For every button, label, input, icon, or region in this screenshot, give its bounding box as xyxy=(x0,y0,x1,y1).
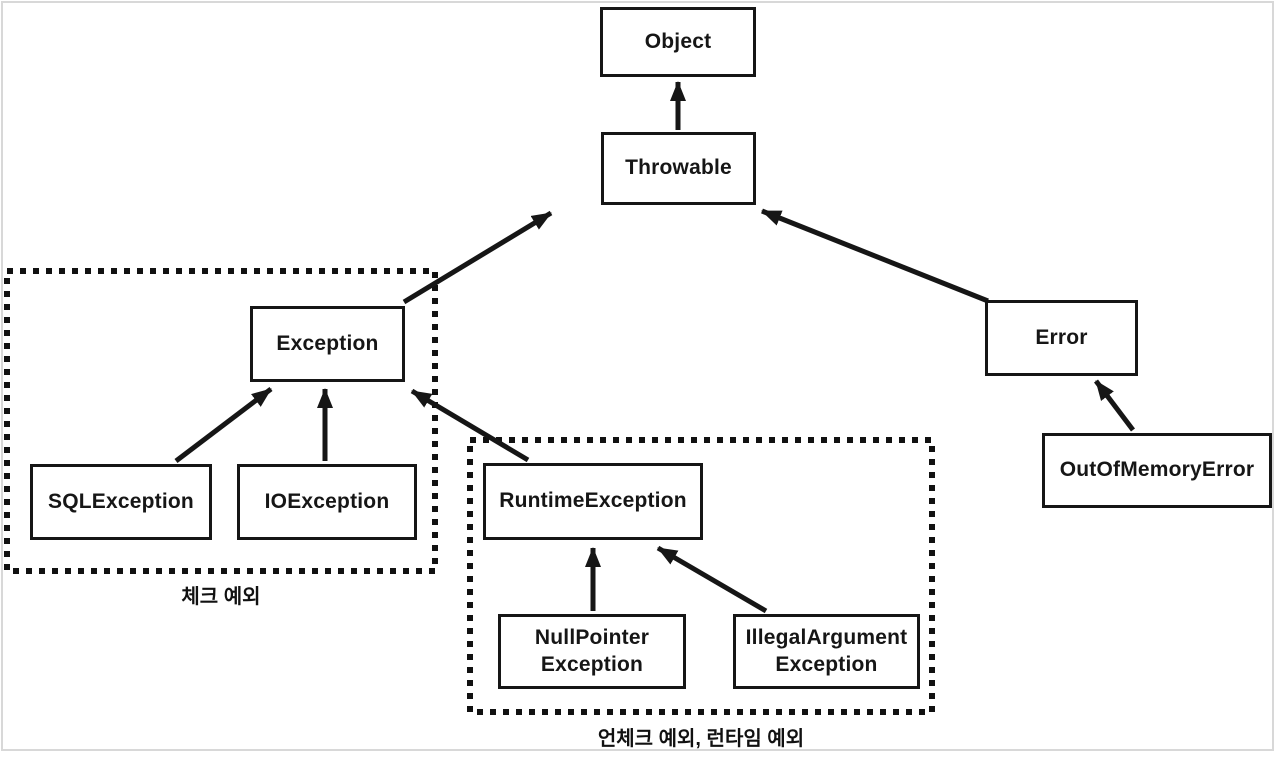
checked-exception-group-border xyxy=(4,268,438,574)
node-error: Error xyxy=(985,300,1138,376)
edge-sqlexception-exception xyxy=(174,387,273,463)
unchecked-exception-group-border xyxy=(467,437,935,715)
node-illegal-argument-exception-label-line1: IllegalArgument xyxy=(745,626,908,650)
node-sql-exception-label: SQLException xyxy=(48,489,194,513)
edge-outofmemoryerror-error xyxy=(1094,379,1135,432)
edge-error-throwable xyxy=(761,208,989,304)
node-exception-label: Exception xyxy=(276,331,379,355)
node-object-label: Object xyxy=(644,29,712,53)
node-throwable: Throwable xyxy=(601,132,756,205)
node-error-label: Error xyxy=(1035,325,1088,349)
edge-runtimeexception-exception xyxy=(410,388,530,463)
node-out-of-memory-error: OutOfMemoryError xyxy=(1042,433,1272,508)
node-runtime-exception: RuntimeException xyxy=(483,463,703,540)
node-object: Object xyxy=(600,7,756,77)
node-io-exception-label: IOException xyxy=(264,489,390,513)
node-null-pointer-exception-label-line2: Exception xyxy=(540,652,644,676)
node-sql-exception: SQLException xyxy=(30,464,212,540)
node-out-of-memory-error-label: OutOfMemoryError xyxy=(1059,458,1255,482)
node-illegal-argument-exception: IllegalArgument Exception xyxy=(733,614,920,689)
node-runtime-exception-label: RuntimeException xyxy=(499,489,687,513)
node-null-pointer-exception: NullPointer Exception xyxy=(498,614,686,689)
edge-exception-throwable xyxy=(402,210,553,305)
unchecked-exception-group-label: 언체크 예외, 런타임 예외 xyxy=(597,728,805,750)
node-io-exception: IOException xyxy=(237,464,417,540)
node-exception: Exception xyxy=(250,306,405,382)
node-throwable-label: Throwable xyxy=(625,156,732,180)
node-null-pointer-exception-label-line1: NullPointer xyxy=(534,626,650,650)
node-illegal-argument-exception-label-line2: Exception xyxy=(775,652,878,676)
edge-illegalargument-runtimeexception xyxy=(656,545,768,614)
checked-exception-group-label: 체크 예외 xyxy=(181,586,261,608)
